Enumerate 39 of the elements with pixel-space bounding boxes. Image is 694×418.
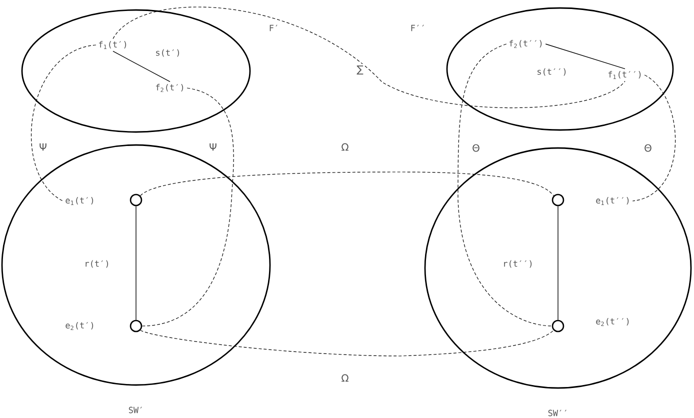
edge-label: s(t′)	[154, 48, 182, 58]
set-label: F′′	[411, 24, 424, 32]
small-circle	[130, 194, 142, 206]
point-label: e$_{2}$(t′′)	[596, 318, 629, 326]
edge-label: Ω	[340, 372, 350, 384]
connector-line	[545, 44, 626, 70]
edge-label: r(t′′)	[501, 258, 535, 270]
dashed-curve	[140, 330, 554, 356]
edge-label: r(t′)	[82, 258, 112, 270]
dashed-curve	[142, 88, 234, 326]
edge-label: Ω	[340, 142, 350, 152]
dashed-curve	[458, 44, 552, 326]
point-label: f$_{1}$(t′)	[99, 40, 126, 50]
ellipse	[446, 7, 674, 131]
ellipse-caption: SW′	[128, 406, 142, 414]
set-label: F′	[270, 24, 278, 32]
point-label: f$_{2}$(t′′)	[509, 40, 542, 48]
point-label: f$_{1}$(t′′)	[608, 70, 641, 80]
dashed-curve	[632, 74, 676, 202]
dashed-curve	[112, 6, 626, 108]
edge-label: Ψ	[38, 142, 48, 152]
point-label: e$_{2}$(t′)	[66, 322, 94, 330]
small-circle	[552, 320, 564, 332]
edge-label: Θ	[642, 142, 654, 154]
point-label: e$_{1}$(t′)	[66, 196, 94, 205]
edge-label: ∑	[355, 64, 365, 76]
dashed-curve	[140, 172, 554, 196]
edge-label: Θ	[470, 142, 482, 154]
edge-label: s(t′′)	[535, 66, 569, 78]
connector-line	[112, 50, 170, 82]
small-circle	[130, 320, 142, 332]
point-label: f$_{2}$(t′)	[156, 84, 184, 92]
ellipse	[21, 9, 251, 133]
point-label: e$_{1}$(t′′)	[596, 196, 629, 205]
edge-label: Ψ	[208, 142, 218, 152]
dashed-curve	[31, 44, 96, 202]
small-circle	[552, 194, 564, 206]
ellipse-caption: SW′′	[548, 410, 566, 416]
ellipse	[1, 144, 271, 386]
